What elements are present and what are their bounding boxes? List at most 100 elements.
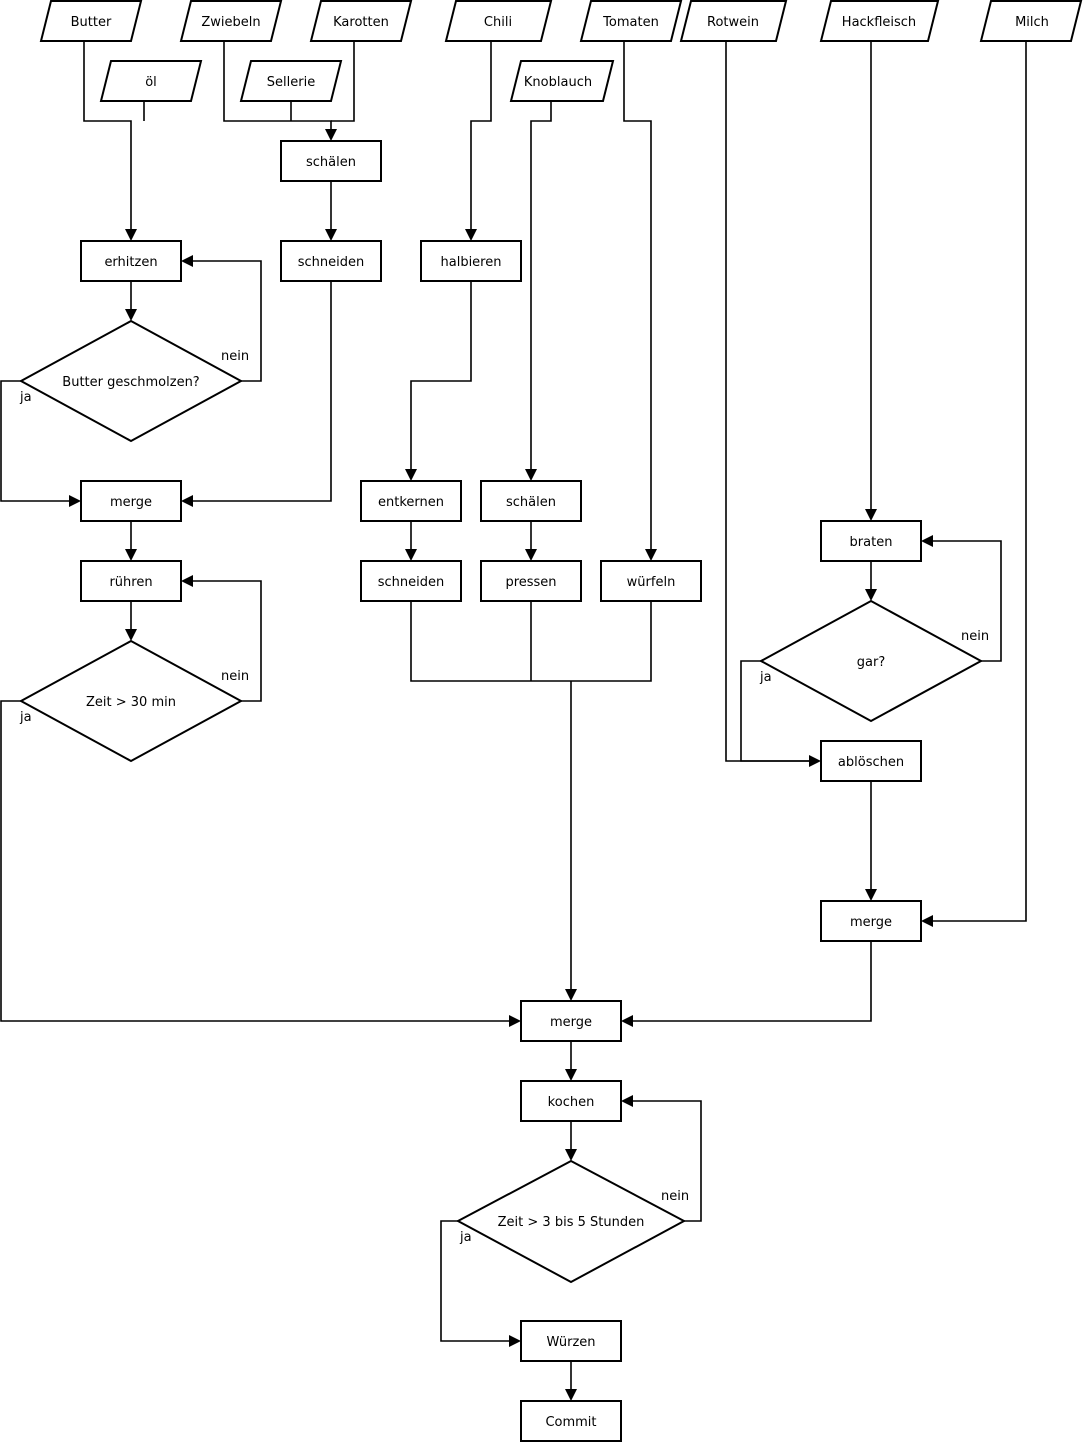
process-wuerfeln: würfeln — [600, 560, 702, 602]
input-oel: öl — [99, 60, 203, 102]
label-ja-gar: ja — [759, 670, 772, 685]
edge-merge-to-main-merge — [626, 941, 872, 1022]
edge-karotten-to-junction — [331, 41, 355, 122]
label-nein-butter: nein — [221, 349, 249, 364]
decision-zeit-30-label: Zeit > 30 min — [86, 695, 176, 710]
arrow-into-main-merge-top — [565, 989, 577, 1001]
process-entkernen-label: entkernen — [378, 495, 444, 510]
process-merge-milch: merge — [820, 900, 922, 942]
edge-zeit30-nein-to-ruehren — [186, 580, 262, 702]
arrow-into-abloeschen — [809, 755, 821, 767]
arrow-into-stunden-decision — [565, 1149, 577, 1161]
edge-stunden-ja-to-wuerzen — [440, 1220, 516, 1342]
process-kochen-label: kochen — [548, 1095, 595, 1110]
edge-labels: nein ja nein ja nein ja nein ja — [19, 349, 989, 1245]
process-braten-label: braten — [850, 535, 893, 550]
arrow-into-braten — [865, 509, 877, 521]
arrow-nein-into-erhitzen — [181, 255, 193, 267]
decision-butter-geschmolzen-label: Butter geschmolzen? — [62, 375, 199, 390]
input-knoblauch: Knoblauch — [509, 60, 615, 102]
process-schaelen-gemuese: schälen — [280, 140, 382, 182]
input-hackfleisch-label: Hackfleisch — [842, 15, 916, 30]
process-merge-butter-label: merge — [110, 495, 152, 510]
label-nein-stunden: nein — [661, 1189, 689, 1204]
arrow-merge-into-main-merge — [621, 1015, 633, 1027]
edge-rotwein-to-abloeschen — [725, 41, 816, 762]
arrow-into-merge-milch — [865, 889, 877, 901]
inputs: Butter öl Zwiebeln Karotten Sellerie Chi… — [39, 0, 1083, 102]
arrow-into-ruehren — [125, 549, 137, 561]
input-hackfleisch: Hackfleisch — [819, 0, 940, 42]
process-schneiden-gemuese: schneiden — [280, 240, 382, 282]
arrow-into-commit — [565, 1389, 577, 1401]
edge-schneiden-to-merge — [186, 281, 332, 502]
process-ruehren: rühren — [80, 560, 182, 602]
input-tomaten: Tomaten — [579, 0, 683, 42]
edge-chili-to-halbieren — [470, 41, 492, 236]
process-halbieren-label: halbieren — [441, 255, 502, 270]
process-abloeschen-label: ablöschen — [838, 755, 904, 770]
arrow-into-schaelen — [325, 129, 337, 141]
arrow-into-halbieren — [465, 229, 477, 241]
arrow-ja-into-merge-butter — [69, 495, 81, 507]
process-schneiden-gemuese-label: schneiden — [298, 255, 365, 270]
edge-halbieren-to-entkernen — [410, 281, 472, 476]
process-merge-main-label: merge — [550, 1015, 592, 1030]
edge-stunden-nein-to-kochen — [626, 1100, 702, 1222]
process-schaelen-knoblauch: schälen — [480, 480, 582, 522]
label-ja-zeit30: ja — [19, 710, 32, 725]
process-entkernen: entkernen — [360, 480, 462, 522]
decision-gar-label: gar? — [857, 655, 885, 670]
process-schneiden-chili-label: schneiden — [378, 575, 445, 590]
decision-zeit-stunden-label: Zeit > 3 bis 5 Stunden — [498, 1215, 645, 1230]
arrow-into-erhitzen — [125, 229, 137, 241]
process-pressen: pressen — [480, 560, 582, 602]
edge-tomaten-to-wuerfeln — [623, 41, 652, 556]
arrow-milch-into-merge — [921, 915, 933, 927]
process-wuerfeln-label: würfeln — [627, 575, 676, 590]
arrow-ja-into-main-merge — [509, 1015, 521, 1027]
process-kochen: kochen — [520, 1080, 622, 1122]
label-nein-gar: nein — [961, 629, 989, 644]
process-commit: Commit — [520, 1400, 622, 1442]
edge-zwiebeln-to-schaelen — [223, 41, 332, 136]
input-sellerie-label: Sellerie — [267, 75, 315, 90]
input-zwiebeln-label: Zwiebeln — [201, 15, 260, 30]
edges — [0, 41, 1027, 1396]
decision-gar: gar? — [758, 599, 984, 723]
process-erhitzen: erhitzen — [80, 240, 182, 282]
arrow-into-butter-decision — [125, 309, 137, 321]
input-oel-label: öl — [145, 75, 157, 90]
process-halbieren: halbieren — [420, 240, 522, 282]
arrow-nein-into-ruehren — [181, 575, 193, 587]
input-karotten-label: Karotten — [333, 15, 389, 30]
processes: schälen erhitzen schneiden halbieren mer… — [80, 140, 922, 1442]
process-merge-milch-label: merge — [850, 915, 892, 930]
process-abloeschen: ablöschen — [820, 740, 922, 782]
arrow-into-schneiden — [325, 229, 337, 241]
label-nein-zeit30: nein — [221, 669, 249, 684]
edge-decision-nein-to-erhitzen — [186, 260, 262, 382]
arrow-into-gar-decision — [865, 589, 877, 601]
process-wuerzen-label: Würzen — [546, 1335, 595, 1350]
decisions: Butter geschmolzen? Zeit > 30 min gar? Z… — [18, 319, 984, 1284]
process-merge-main: merge — [520, 1000, 622, 1042]
input-rotwein-label: Rotwein — [707, 15, 759, 30]
input-knoblauch-label: Knoblauch — [524, 75, 592, 90]
arrow-into-schaelen-knoblauch — [525, 469, 537, 481]
label-ja-stunden: ja — [459, 1230, 472, 1245]
arrow-into-schneiden-chili — [405, 549, 417, 561]
process-pressen-label: pressen — [505, 575, 556, 590]
process-commit-label: Commit — [545, 1415, 596, 1430]
arrow-nein-into-kochen — [621, 1095, 633, 1107]
arrow-ja-into-wuerzen — [509, 1335, 521, 1347]
process-schaelen-gemuese-label: schälen — [306, 155, 356, 170]
arrow-schneiden-into-merge-butter — [181, 495, 193, 507]
input-milch: Milch — [979, 0, 1083, 42]
edge-milch-to-merge — [926, 41, 1027, 922]
arrowheads — [69, 129, 933, 1401]
arrow-nein-into-braten — [921, 535, 933, 547]
process-schneiden-chili: schneiden — [360, 560, 462, 602]
arrow-into-kochen — [565, 1069, 577, 1081]
decision-butter-geschmolzen: Butter geschmolzen? — [18, 319, 244, 443]
